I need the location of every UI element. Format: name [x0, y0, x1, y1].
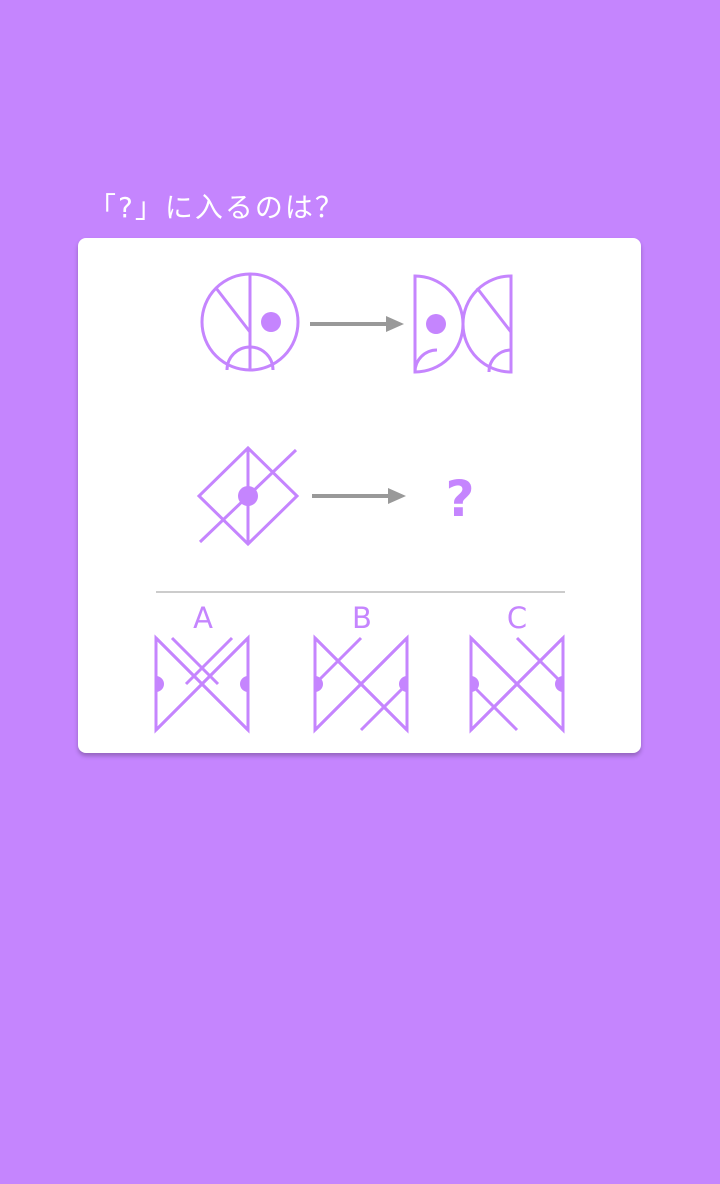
option-b-figure	[313, 634, 409, 734]
puzzle-card: ? A B	[78, 238, 641, 753]
question-source-dot	[238, 486, 258, 506]
option-b-label: B	[352, 601, 372, 635]
option-a-figure	[154, 634, 250, 734]
option-b-dot-right	[399, 676, 407, 692]
option-a-label: A	[193, 601, 213, 635]
option-a-dot-right	[240, 676, 248, 692]
example-source-dot	[261, 312, 281, 332]
option-c-label: C	[507, 601, 527, 635]
example-source-figure	[200, 272, 300, 372]
example-arrow	[310, 316, 404, 332]
option-b-dot-left	[315, 676, 323, 692]
puzzle-figure: ? A B	[154, 272, 565, 734]
option-c-dot-right	[555, 676, 563, 692]
option-b[interactable]: B	[313, 601, 409, 734]
option-a[interactable]: A	[154, 601, 250, 734]
option-c-figure	[469, 634, 565, 734]
question-title: 「?」に入るのは？	[88, 191, 345, 224]
example-result-figure	[413, 274, 513, 374]
option-a-dot-left	[156, 676, 164, 692]
example-result-dot	[426, 314, 446, 334]
question-arrow	[312, 488, 406, 504]
option-c[interactable]: C	[469, 601, 565, 734]
option-c-dot-left	[471, 676, 479, 692]
unknown-figure-mark: ?	[445, 470, 474, 528]
